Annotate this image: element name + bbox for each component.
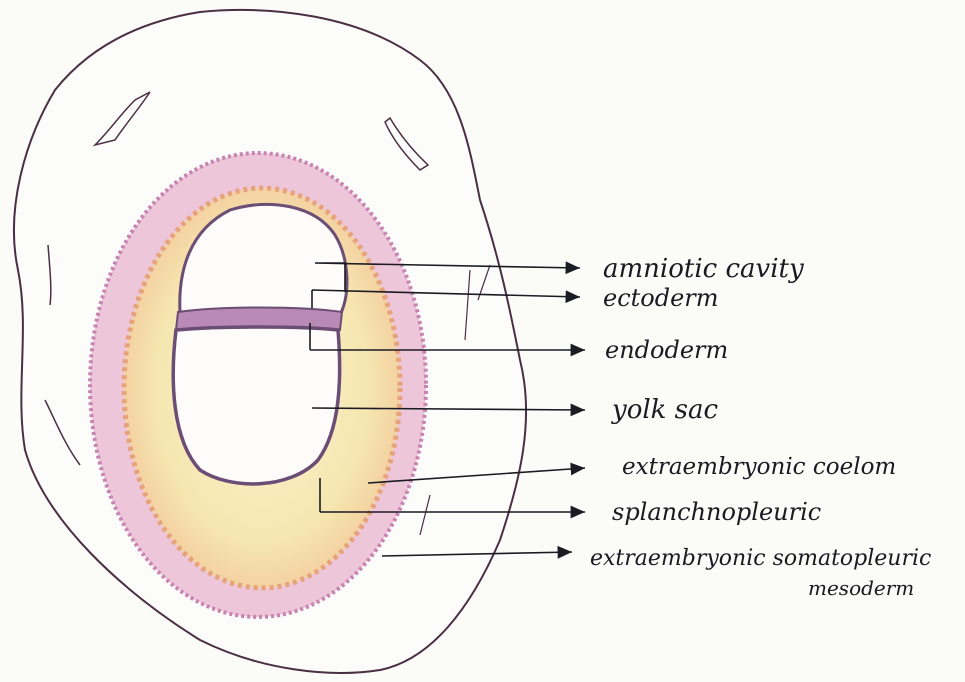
label-extraembryonic-coelom: extraembryonic coelom <box>622 454 896 480</box>
label-ectoderm: ectoderm <box>603 284 719 312</box>
label-splanchnopleuric: splanchnopleuric <box>612 498 821 526</box>
label-endoderm: endoderm <box>605 336 728 364</box>
label-amniotic-cavity: amniotic cavity <box>603 254 804 284</box>
label-yolk-sac: yolk sac <box>611 395 719 425</box>
label-extraembryonic-somatopleuric: extraembryonic somatopleuric <box>590 546 931 571</box>
label-mesoderm: mesoderm <box>808 576 914 600</box>
